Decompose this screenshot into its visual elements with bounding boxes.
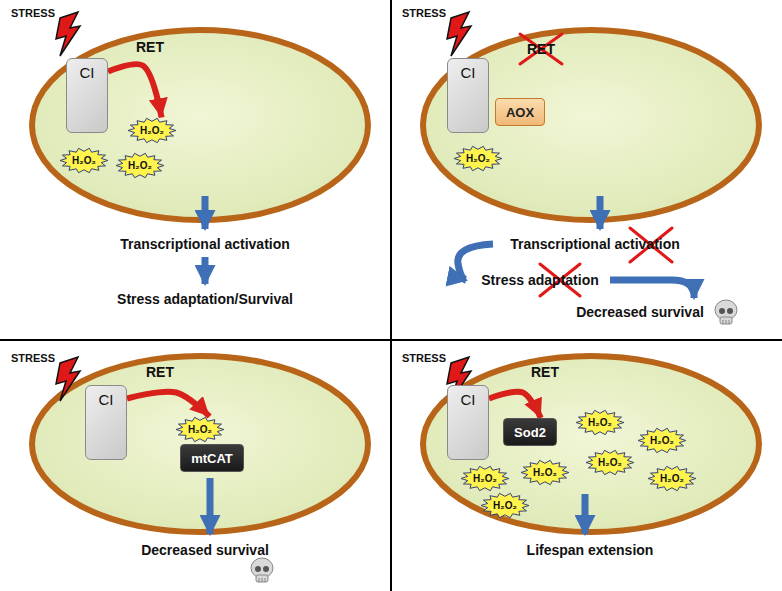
h2o2-burst: H₂O₂	[454, 146, 502, 171]
node-text: CI	[448, 391, 488, 408]
enzyme-box: Sod2	[503, 418, 557, 446]
complex-box: CI	[85, 385, 127, 460]
mitochondrion	[32, 30, 368, 220]
lightning-bolt	[56, 357, 80, 401]
burst-outline	[128, 118, 176, 142]
process-label: Transcriptional activation	[510, 236, 680, 252]
flow-arrow	[610, 280, 694, 298]
process-label: Transcriptional activation	[120, 236, 290, 252]
ret-arrow	[127, 392, 210, 417]
flow-arrow	[202, 196, 209, 229]
flow-arrow	[207, 478, 214, 534]
node-text: H₂O₂	[598, 457, 622, 468]
h2o2-burst: H₂O₂	[116, 153, 164, 178]
aox-box: AOX	[495, 98, 545, 126]
stress-label: STRESS	[11, 7, 55, 19]
ret-arrow	[108, 64, 162, 117]
node-text: H₂O₂	[493, 500, 517, 511]
enzyme-box: mtCAT	[180, 444, 244, 472]
flow-arrow	[597, 196, 604, 229]
complex-box: CI	[447, 385, 489, 460]
ret-label: RET	[146, 364, 174, 380]
burst-outline	[60, 148, 108, 172]
burst-outline	[638, 428, 686, 452]
ret-label: RET	[136, 39, 164, 55]
burst-outline	[648, 466, 696, 490]
h2o2-burst: H₂O₂	[521, 460, 569, 485]
node-text: H₂O₂	[588, 417, 612, 428]
stress-label: STRESS	[402, 352, 446, 364]
burst-outline	[116, 153, 164, 177]
h2o2-burst: H₂O₂	[461, 466, 509, 491]
burst-outline	[461, 466, 509, 490]
flow-arrow	[582, 494, 589, 534]
node-text: H₂O₂	[140, 125, 164, 136]
node-text: H₂O₂	[660, 473, 684, 484]
ret-arrow	[489, 392, 541, 418]
h2o2-burst: H₂O₂	[176, 417, 224, 442]
lightning-bolt	[447, 12, 471, 56]
burst-outline	[454, 146, 502, 170]
node-text: H₂O₂	[188, 424, 212, 435]
node-text: CI	[448, 64, 488, 81]
ret-label: RET	[531, 364, 559, 380]
node-text: AOX	[506, 105, 534, 120]
h2o2-burst: H₂O₂	[648, 466, 696, 491]
node-text: H₂O₂	[72, 155, 96, 166]
h2o2-burst: H₂O₂	[586, 450, 634, 475]
mitochondrion	[423, 356, 759, 532]
outcome-label: Decreased survival	[141, 542, 269, 558]
stress-label: STRESS	[11, 352, 55, 364]
complex-box: CI	[66, 58, 108, 133]
burst-outline	[481, 493, 529, 517]
burst-outline	[586, 450, 634, 474]
h2o2-burst: H₂O₂	[638, 428, 686, 453]
cross-mark	[520, 34, 562, 64]
mitochondrion	[32, 356, 368, 532]
node-text: CI	[86, 391, 126, 408]
skull-icon	[715, 300, 737, 324]
stress-label: STRESS	[402, 7, 446, 19]
h2o2-burst: H₂O₂	[576, 410, 624, 435]
node-text: H₂O₂	[650, 435, 674, 446]
lightning-bolt	[56, 12, 80, 56]
ret-label: RET	[527, 41, 555, 57]
complex-box: CI	[447, 58, 489, 133]
flow-arrow	[202, 257, 209, 284]
node-text: H₂O₂	[128, 160, 152, 171]
node-text: H₂O₂	[473, 473, 497, 484]
process-label: Stress adaptation	[481, 272, 598, 288]
h2o2-burst: H₂O₂	[481, 493, 529, 518]
outcome-label: Lifespan extension	[527, 542, 654, 558]
divider	[390, 0, 392, 591]
skull-icon	[251, 558, 273, 582]
node-text: H₂O₂	[466, 153, 490, 164]
node-text: H₂O₂	[533, 467, 557, 478]
h2o2-burst: H₂O₂	[60, 148, 108, 173]
outcome-label: Stress adaptation/Survival	[117, 291, 293, 307]
h2o2-burst: H₂O₂	[128, 118, 176, 143]
node-text: Sod2	[514, 425, 546, 440]
burst-outline	[521, 460, 569, 484]
mitochondrion	[423, 30, 759, 220]
burst-outline	[176, 417, 224, 441]
node-text: CI	[67, 64, 107, 81]
burst-outline	[576, 410, 624, 434]
outcome-label: Decreased survival	[576, 304, 704, 320]
node-text: mtCAT	[191, 451, 233, 466]
divider	[0, 339, 782, 341]
